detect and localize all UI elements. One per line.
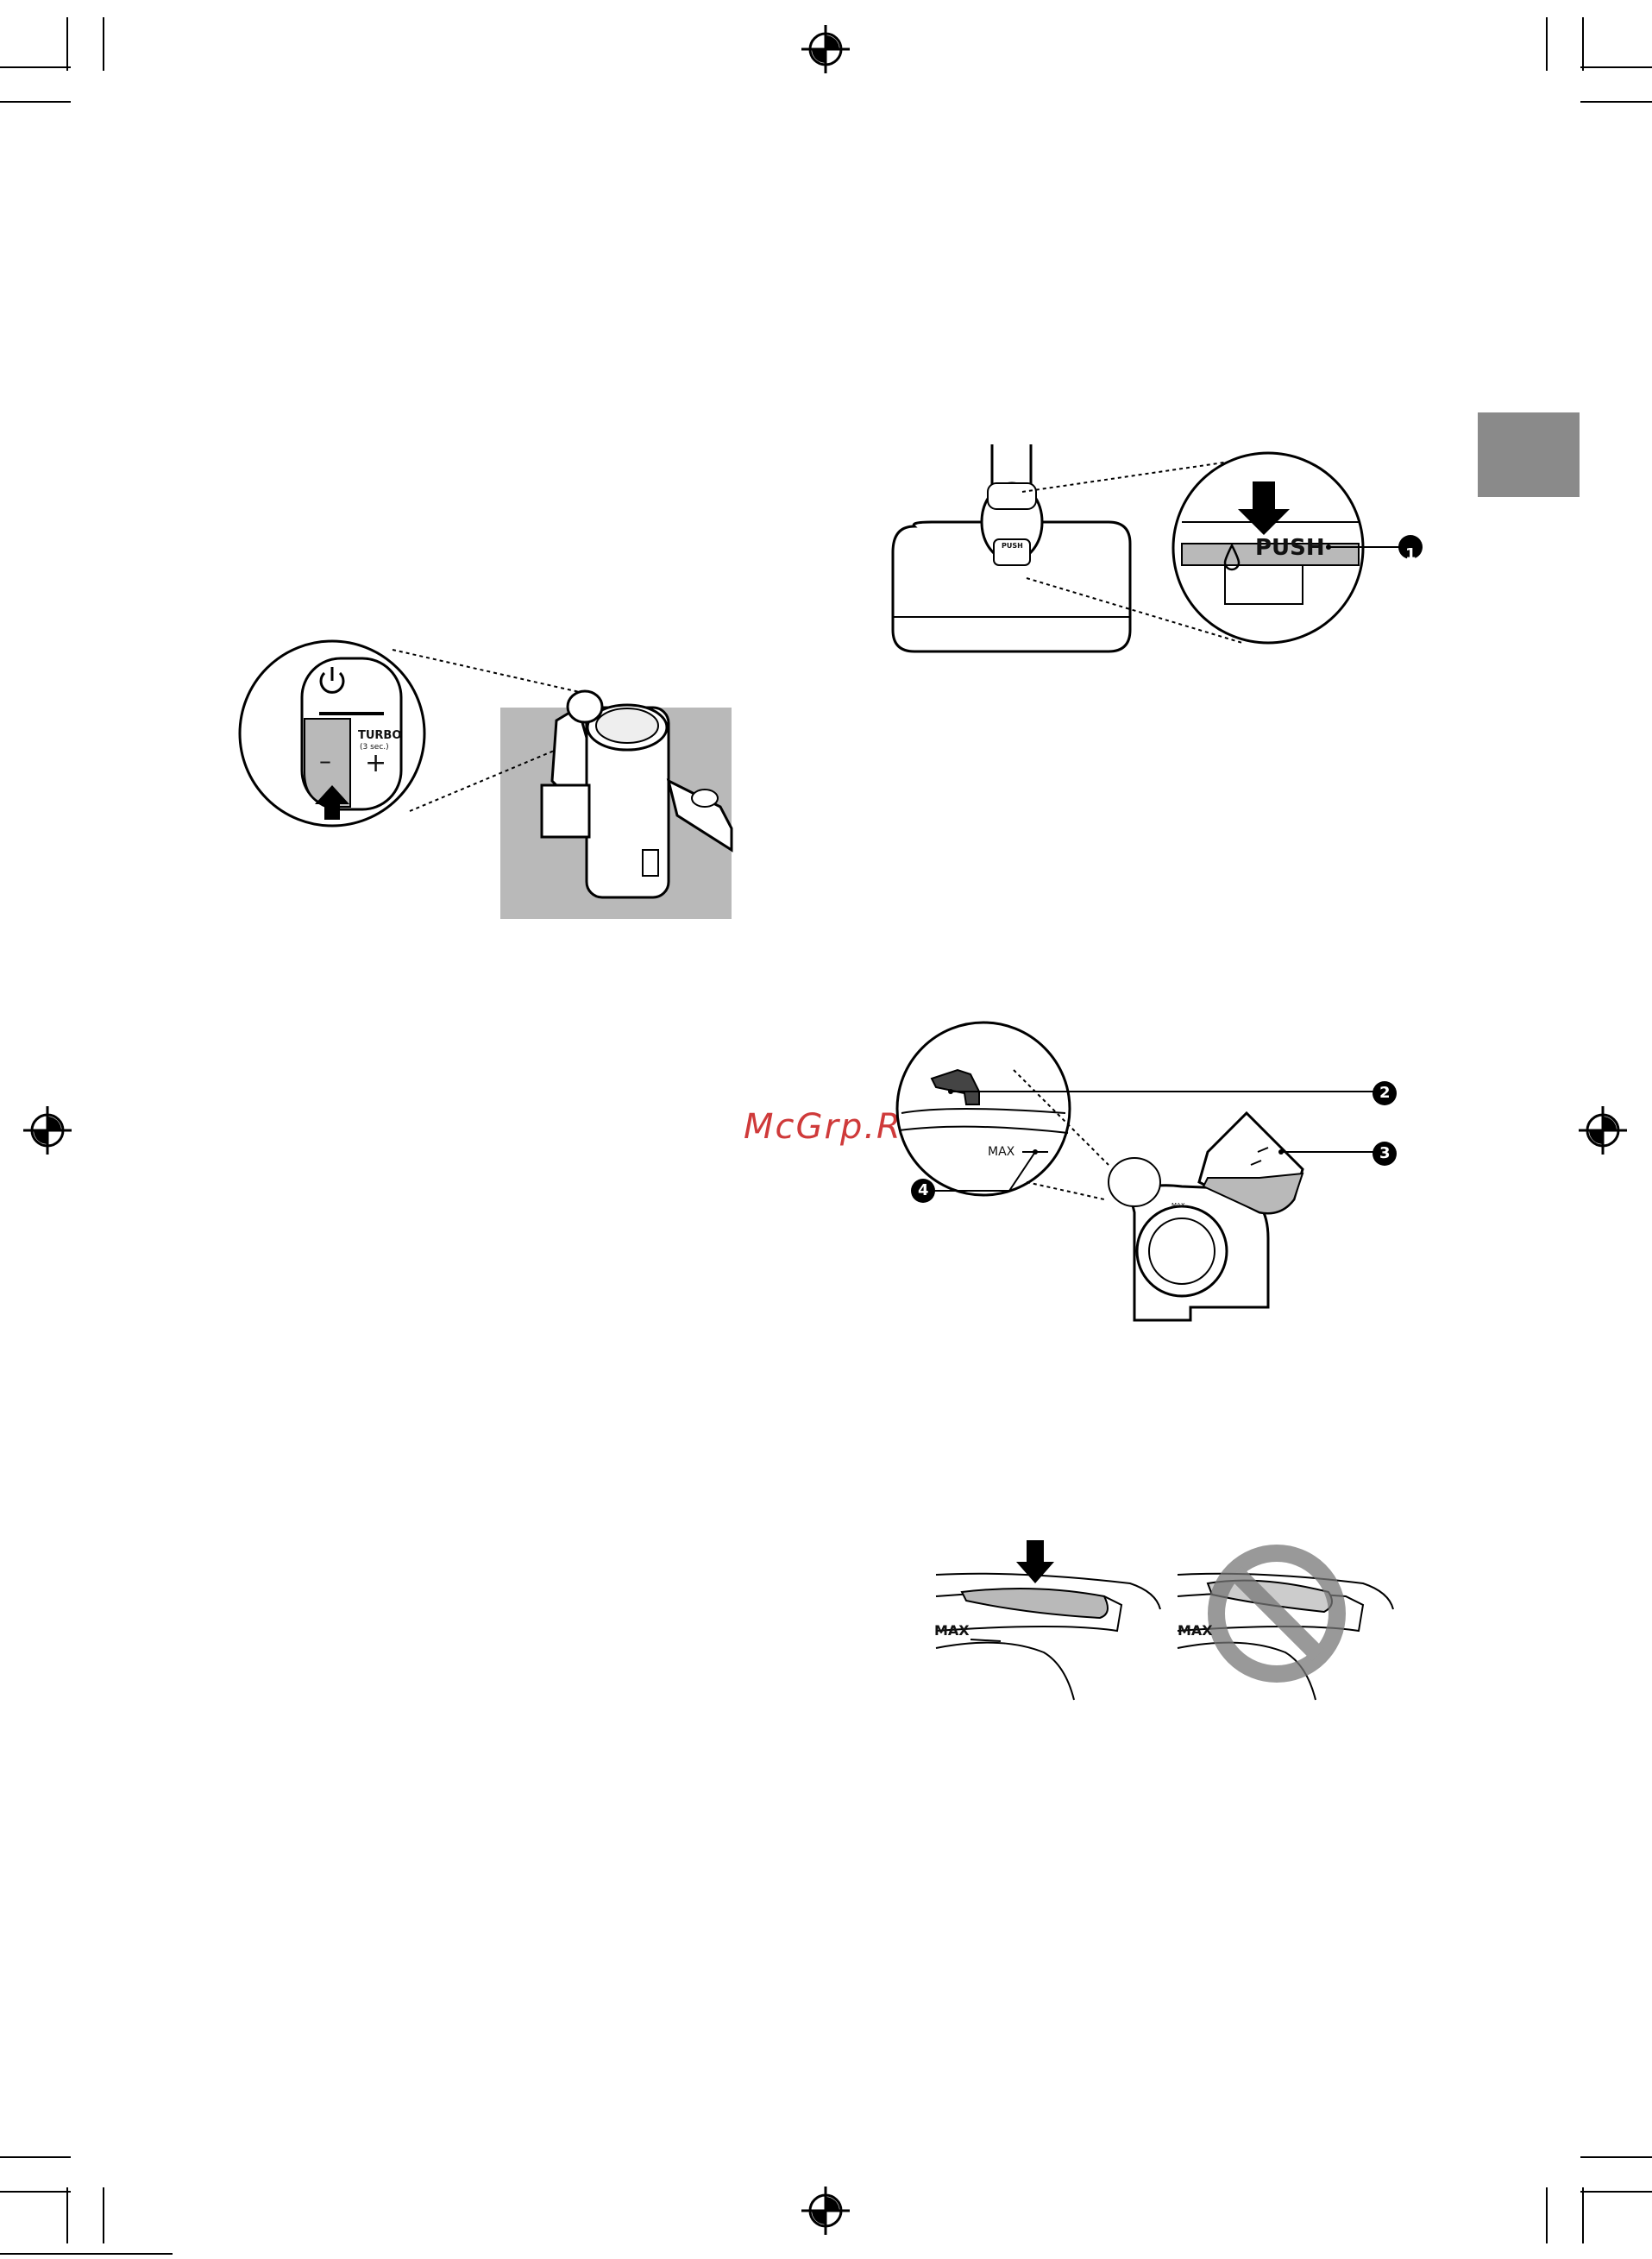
figure-push-button: PUSH PUSH 1 bbox=[880, 440, 1449, 664]
figure-water-fill: MAX MAX 2 3 4 bbox=[897, 1023, 1415, 1316]
small-push-label: PUSH bbox=[1002, 542, 1023, 550]
turbo-label: TURBO bbox=[358, 729, 401, 742]
registration-target-top bbox=[800, 23, 851, 75]
small-max-label: MAX bbox=[1171, 1202, 1185, 1209]
max-label-left: MAX bbox=[934, 1622, 970, 1639]
figure-seal-check: MAX MAX bbox=[932, 1536, 1398, 1700]
down-arrow-icon bbox=[1016, 1540, 1054, 1583]
registration-target-right bbox=[1577, 1104, 1629, 1156]
callout-4-number: 4 bbox=[918, 1181, 929, 1199]
registration-target-bottom bbox=[800, 2185, 851, 2237]
max-label-right: MAX bbox=[1178, 1622, 1213, 1639]
push-label: PUSH bbox=[1255, 535, 1325, 561]
seal-correct bbox=[936, 1540, 1160, 1700]
section-tab bbox=[1478, 412, 1580, 497]
plus-label: + bbox=[365, 748, 386, 778]
callout-1-number: 1 bbox=[1405, 545, 1416, 563]
figure-control-panel: TURBO (3 sec.) – + bbox=[250, 634, 733, 919]
minus-label: – bbox=[319, 746, 331, 775]
prohibited-icon bbox=[1216, 1553, 1337, 1674]
callout-3-number: 3 bbox=[1379, 1144, 1391, 1162]
registration-target-left bbox=[22, 1104, 73, 1156]
max-label: MAX bbox=[988, 1145, 1014, 1159]
callout-2-number: 2 bbox=[1379, 1084, 1391, 1102]
